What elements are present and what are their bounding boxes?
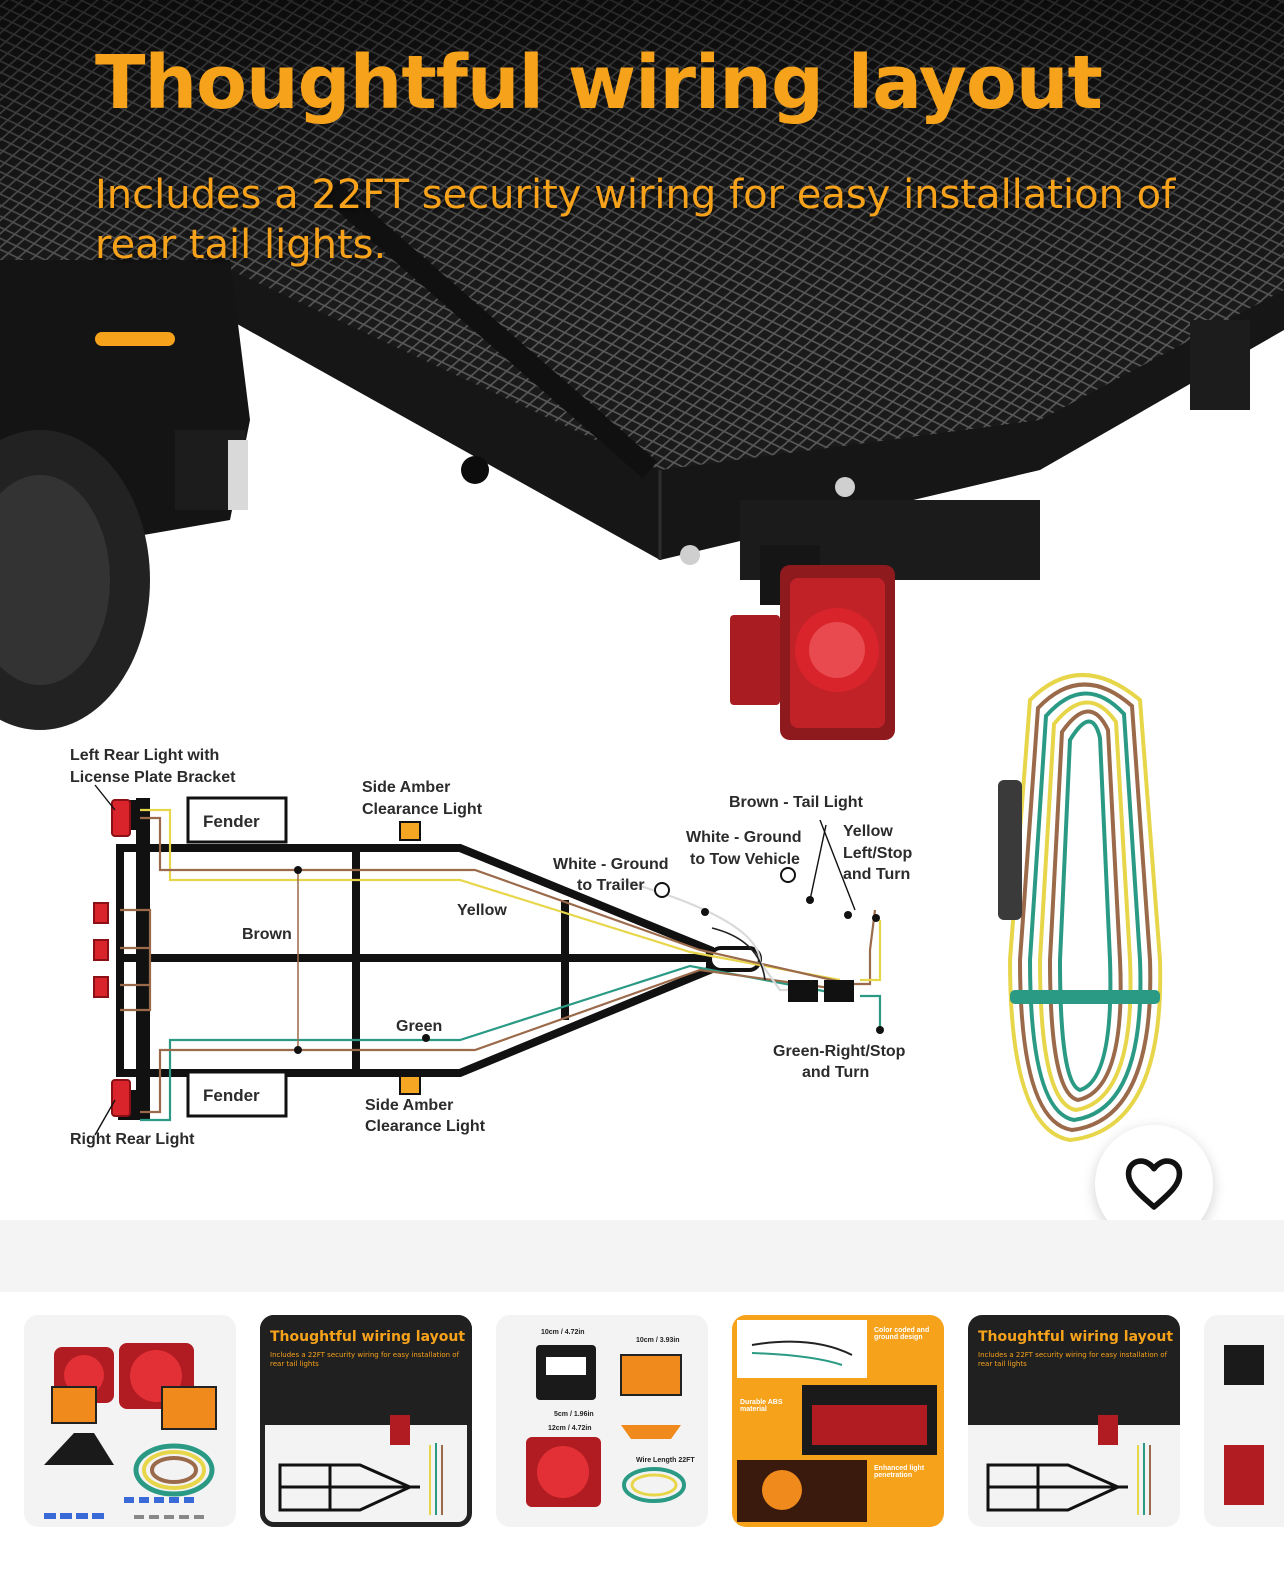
wiring-layout-thumbnail-2[interactable]: Thoughtful wiring layout Includes a 22FT…	[968, 1315, 1180, 1527]
dim-label-5: Wire Length 22FT	[636, 1457, 695, 1464]
features-thumbnail[interactable]: Color coded and ground design Durable AB…	[732, 1315, 944, 1527]
features-image	[737, 1320, 937, 1522]
label-brown-tail-light: Brown - Tail Light	[729, 794, 864, 811]
label-side-amber-bottom-2: Clearance Light	[365, 1118, 486, 1135]
dim-label-2: 10cm / 3.93in	[636, 1337, 680, 1344]
page-title: Thoughtful wiring layout	[95, 40, 1103, 126]
label-right-rear-light: Right Rear Light	[70, 1131, 195, 1148]
favorite-button[interactable]	[1095, 1125, 1213, 1220]
heart-outline-icon	[1125, 1158, 1183, 1210]
dim-label-1: 10cm / 4.72in	[541, 1329, 585, 1336]
label-white-ground-trailer: White - Ground	[553, 856, 669, 873]
thumb-subtitle: Includes a 22FT security wiring for easy…	[270, 1351, 460, 1368]
accent-bar	[95, 332, 175, 346]
label-yellow-left-3: and Turn	[843, 866, 910, 883]
label-yellow-left: Yellow	[843, 823, 893, 840]
label-yellow: Yellow	[457, 902, 507, 919]
label-fender-bottom: Fender	[203, 1086, 260, 1105]
next-thumbnail-partial[interactable]	[1204, 1315, 1284, 1527]
trailer-photo	[0, 0, 1284, 760]
label-green-right-2: and Turn	[802, 1064, 869, 1081]
feature-1-title: Color coded and ground design	[874, 1327, 930, 1341]
label-fender-top: Fender	[203, 812, 260, 831]
page-subtitle: Includes a 22FT security wiring for easy…	[95, 172, 1176, 268]
thumb-title-2: Thoughtful wiring layout	[978, 1329, 1174, 1345]
thumbnail-strip[interactable]: Thoughtful wiring layout Includes a 22FT…	[0, 1315, 1284, 1535]
label-side-amber-top: Side Amber	[362, 779, 450, 796]
dimensions-image	[526, 1345, 686, 1507]
label-left-rear-light-2: License Plate Bracket	[70, 769, 236, 786]
hero-image: Thoughtful wiring layout Includes a 22FT…	[0, 0, 1284, 1220]
wiring-diagram: Left Rear Light with License Plate Brack…	[70, 747, 913, 1148]
feature-3-title: Enhanced light penetration	[874, 1465, 925, 1479]
partial-thumb-image	[1224, 1345, 1264, 1505]
label-side-amber-bottom: Side Amber	[365, 1097, 453, 1114]
dim-label-4: 12cm / 4.72in	[548, 1425, 592, 1432]
dim-label-3: 5cm / 1.96in	[554, 1411, 594, 1418]
light-kit-thumbnail[interactable]	[24, 1315, 236, 1527]
wiring-layout-thumbnail[interactable]: Thoughtful wiring layout Includes a 22FT…	[260, 1315, 472, 1527]
wire-harness-image	[998, 673, 1163, 1143]
dimensions-thumbnail[interactable]: 10cm / 4.72in 10cm / 3.93in 5cm / 1.96in…	[496, 1315, 708, 1527]
thumb-photo-2	[968, 1315, 1180, 1425]
label-yellow-left-2: Left/Stop	[843, 845, 913, 862]
thumb-subtitle-2: Includes a 22FT security wiring for easy…	[978, 1351, 1168, 1368]
label-green: Green	[396, 1018, 442, 1035]
thumb-diagram	[278, 1415, 443, 1515]
label-white-ground-vehicle: White - Ground	[686, 829, 802, 846]
thumb-diagram-2	[986, 1415, 1151, 1515]
label-brown: Brown	[242, 926, 292, 943]
label-left-rear-light: Left Rear Light with	[70, 747, 219, 764]
label-green-right: Green-Right/Stop	[773, 1043, 906, 1060]
label-white-ground-trailer-2: to Trailer	[577, 877, 645, 894]
thumb-photo	[260, 1315, 472, 1425]
label-white-ground-vehicle-2: to Tow Vehicle	[690, 851, 800, 868]
feature-2-title: Durable ABS material	[740, 1399, 783, 1413]
label-side-amber-top-2: Clearance Light	[362, 801, 483, 818]
thumb-title: Thoughtful wiring layout	[270, 1329, 466, 1345]
divider-band	[0, 1220, 1284, 1292]
light-kit-image	[44, 1343, 217, 1519]
